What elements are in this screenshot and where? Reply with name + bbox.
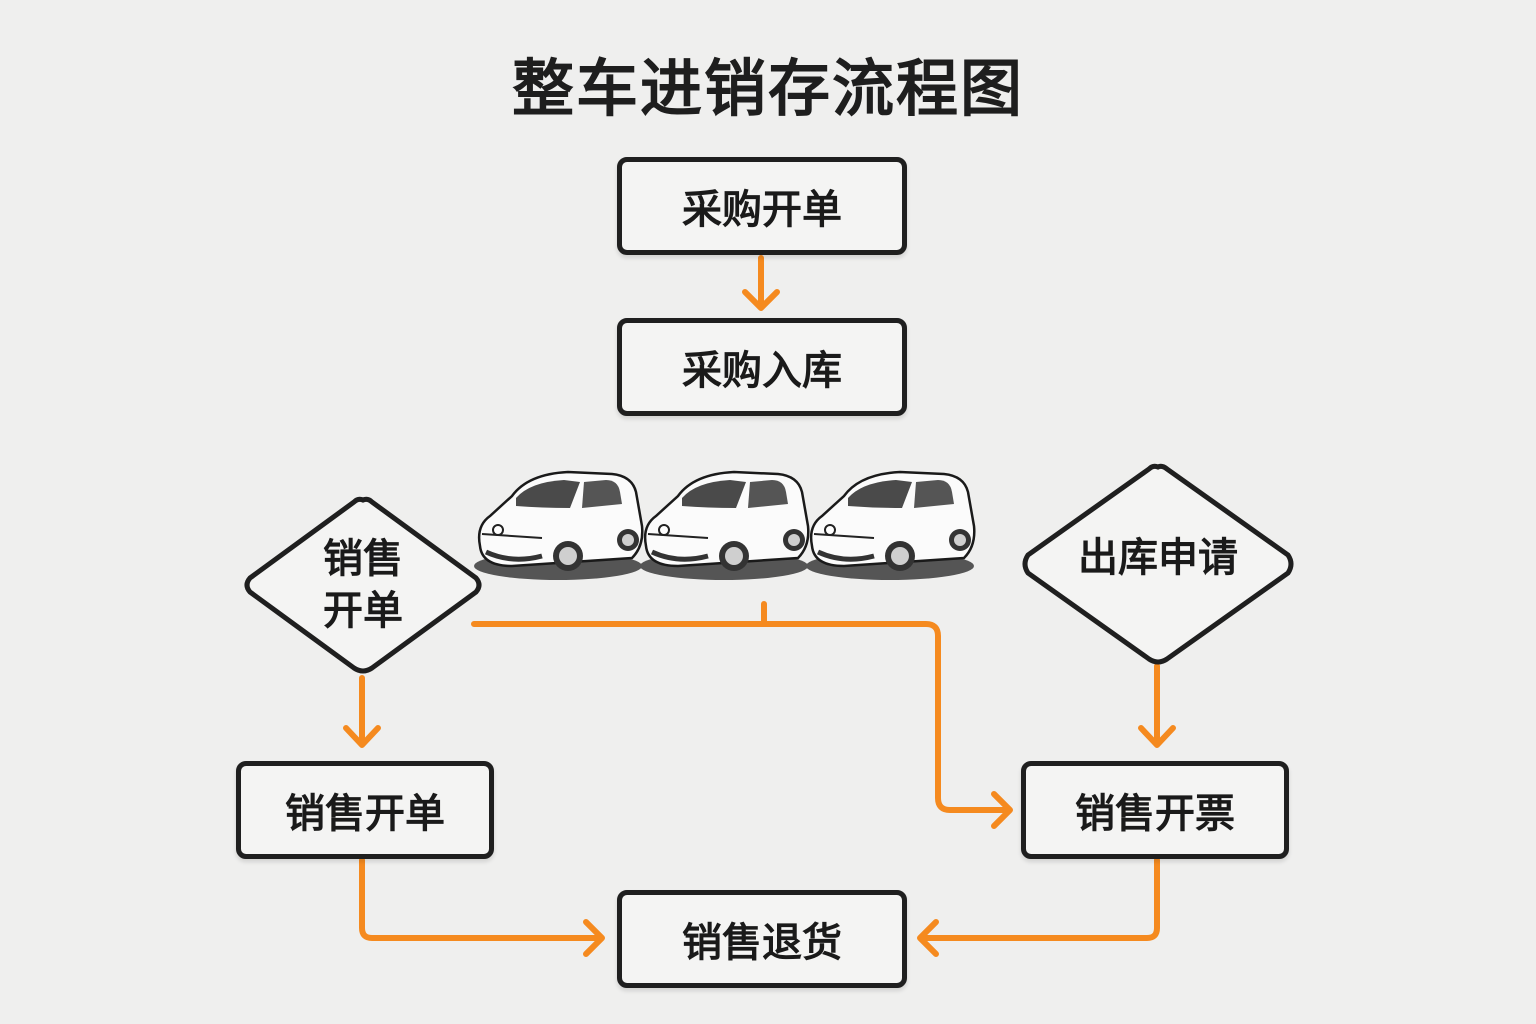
diagram-title: 整车进销存流程图 <box>511 52 1024 125</box>
arrowhead-sales-invoice-top <box>1138 725 1176 748</box>
car-icon <box>474 472 642 580</box>
diamond-shape <box>1022 463 1294 665</box>
node-label: 采购开单 <box>682 187 842 233</box>
node-sales-order-decision[interactable]: 销售 开单 <box>242 496 484 674</box>
diamond-shape <box>244 496 482 674</box>
node-sales-invoice[interactable]: 销售开票 <box>1021 761 1289 859</box>
node-label: 销售开票 <box>1075 791 1235 837</box>
node-purchase-inbound[interactable]: 采购入库 <box>617 318 907 416</box>
arrow-sales-order-to-return <box>359 857 603 941</box>
node-outbound-request[interactable]: 出库申请 <box>1020 463 1296 665</box>
arrow-sales-decision-to-invoice <box>471 621 1011 813</box>
arrowhead-return-left <box>583 919 605 957</box>
node-label: 销售开单 <box>285 791 445 837</box>
node-label: 销售退货 <box>682 920 842 966</box>
arrowhead-purchase-inbound <box>742 289 780 311</box>
arrowhead-sales-order <box>343 725 381 748</box>
node-label: 采购入库 <box>682 348 842 394</box>
arrow-invoice-to-return <box>919 857 1160 941</box>
node-purchase-order[interactable]: 采购开单 <box>617 157 907 255</box>
cars-illustration <box>470 466 990 590</box>
node-sales-return[interactable]: 销售退货 <box>617 890 907 988</box>
arrowhead-return-right <box>917 919 939 957</box>
arrowhead-sales-invoice-left <box>991 791 1013 829</box>
node-sales-order[interactable]: 销售开单 <box>236 761 494 859</box>
car-icon <box>806 472 974 580</box>
label-line-2: 开单 <box>323 588 403 634</box>
node-label: 销售 开单 <box>242 496 484 674</box>
label-line-1: 销售 <box>323 536 403 582</box>
car-icon <box>640 472 808 580</box>
node-label: 出库申请 <box>1078 535 1238 581</box>
